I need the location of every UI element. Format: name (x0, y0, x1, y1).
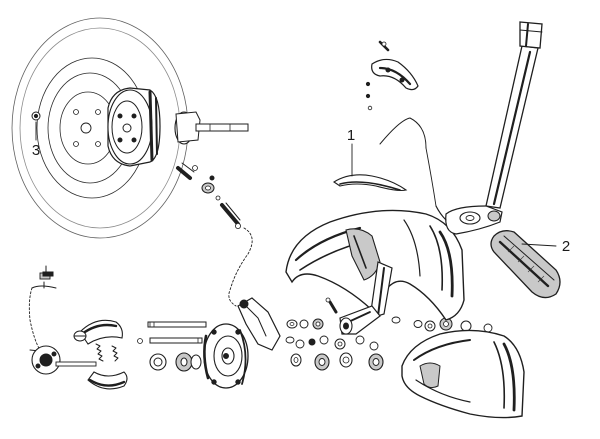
washer-row (285, 316, 493, 371)
grip-part-2 (490, 230, 561, 299)
steering-stem (425, 21, 543, 235)
callout-label-2: 2 (562, 238, 570, 255)
hub-hole (95, 141, 101, 147)
fork-leg (325, 261, 393, 335)
spindle-parts (137, 321, 207, 372)
fender (285, 209, 465, 321)
tyre-outline (11, 17, 189, 239)
hub-center (80, 122, 92, 134)
brake-shoes-assembly (28, 272, 128, 390)
callout-label-1: 1 (347, 127, 355, 144)
hub-hole (73, 109, 79, 115)
wheel-assembly (11, 17, 189, 239)
top-bracket (365, 40, 427, 149)
fender-extension (401, 329, 525, 419)
callout-2-leader (521, 243, 557, 247)
hub-hole (95, 109, 101, 115)
hub-hole (73, 141, 79, 147)
brake-anchor-plate (203, 297, 281, 389)
brake-drum (107, 87, 161, 167)
hub-flange-axle (174, 111, 249, 145)
callout-label-3: 3 (32, 142, 40, 159)
trim-strip-part-1 (332, 143, 408, 192)
small-parts-upper (176, 162, 253, 307)
small-bolt-top-left (42, 265, 54, 277)
wheel-nut-center (33, 113, 39, 119)
